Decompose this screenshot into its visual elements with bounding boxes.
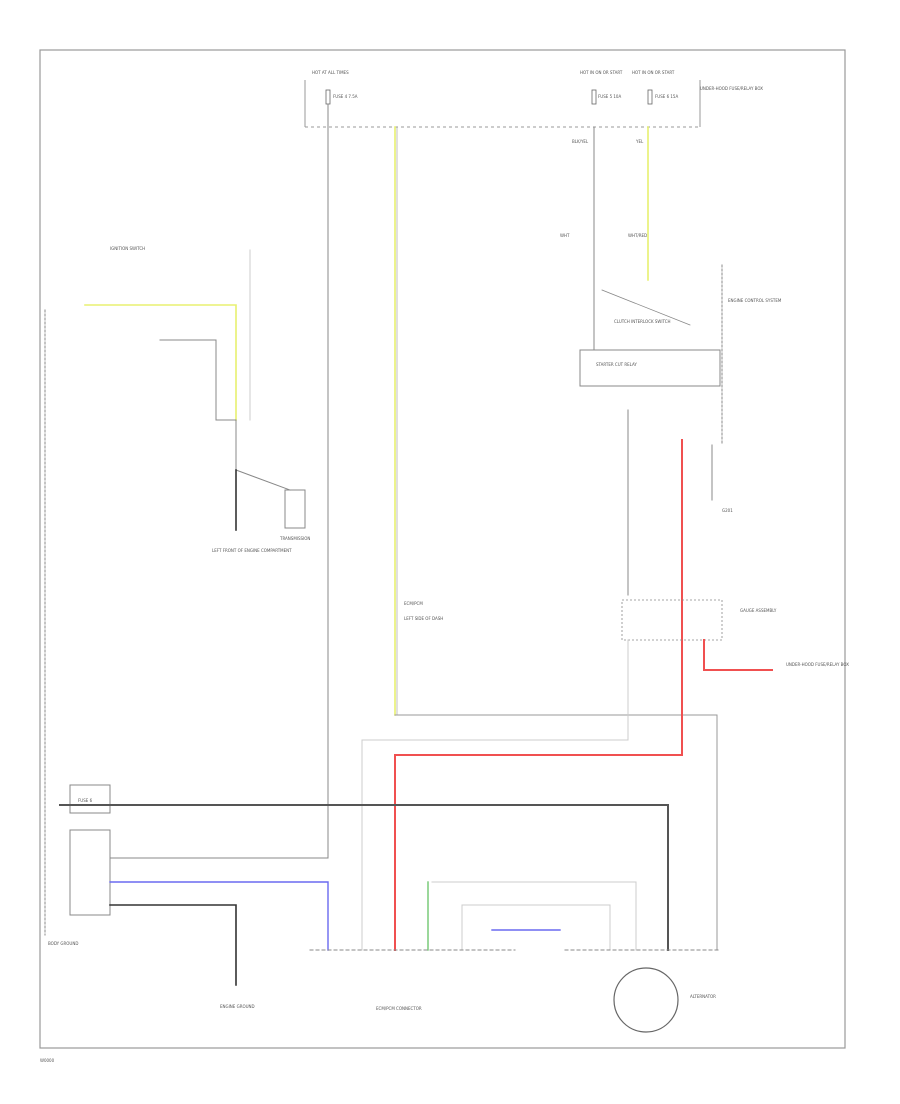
fuse-a-label: FUSE 4 7.5A	[333, 94, 358, 99]
diagram-border	[39, 49, 846, 1049]
wire-yellow-bottom	[394, 714, 718, 951]
fuse-c-symbol	[647, 89, 653, 105]
wire-light-right-2	[461, 904, 611, 951]
ignition-switch-label: IGNITION SWITCH	[110, 246, 145, 251]
wire-light-right	[431, 881, 637, 951]
wire-red-right	[703, 639, 773, 671]
alternator-label: ALTERNATOR	[690, 994, 716, 999]
transmission-label: TRANSMISSION	[279, 536, 310, 541]
fuse-b-symbol	[591, 89, 597, 105]
fuse-b-label: FUSE 5 10A	[598, 94, 621, 99]
alternator-circle	[613, 967, 679, 1033]
fuse-box-label-right: HOT IN ON OR START	[632, 70, 675, 75]
wire-dark-top	[59, 804, 669, 951]
footer-code: W0000	[40, 1058, 55, 1063]
wire-label-c3: WHT	[560, 233, 570, 238]
wire-label-c2: YEL	[635, 139, 644, 144]
wire-light-mid	[361, 639, 629, 951]
switch-label: CLUTCH INTERLOCK SWITCH	[614, 319, 671, 324]
under-dash-box-label: UNDER-HOOD FUSE/RELAY BOX	[700, 86, 763, 91]
wire-red-bottom	[394, 754, 683, 951]
wire-left-to-switch	[159, 339, 237, 421]
dash-left-label: LEFT SIDE OF DASH	[404, 616, 443, 621]
wire-ground-right	[109, 904, 237, 986]
ground-splice-label: G201	[722, 508, 733, 513]
transmission-box	[284, 489, 306, 529]
fuse-box-label-mid: HOT IN ON OR START	[580, 70, 623, 75]
fuse-a-symbol	[325, 89, 331, 105]
gauge-label: GAUGE ASSEMBLY	[740, 608, 777, 613]
relay-box	[579, 349, 721, 387]
engine-ground-label: ENGINE GROUND	[220, 1004, 255, 1009]
wire-yellow-left	[84, 304, 237, 421]
ground-left-label: LEFT FRONT OF ENGINE COMPARTMENT	[212, 548, 292, 553]
fuse-box-label-left: HOT AT ALL TIMES	[312, 70, 349, 75]
gauge-box	[621, 599, 723, 641]
ecm-label: ECM/PCM	[404, 601, 423, 606]
alternator-conn-box	[69, 829, 111, 916]
wire-label-c4: WHT/RED	[628, 233, 647, 238]
relay-switch-line	[601, 289, 691, 326]
body-ground-label: BODY GROUND	[48, 941, 78, 946]
battery-fuse-box	[69, 784, 111, 814]
engine-control-label: ENGINE CONTROL SYSTEM	[728, 298, 782, 303]
relay-label: STARTER CUT RELAY	[596, 362, 637, 367]
fuse-c-label: FUSE 6 15A	[655, 94, 678, 99]
crank-fuse-label: FUSE 6	[78, 798, 93, 803]
wire-label-c1: BLK/YEL	[572, 139, 589, 144]
under-hood-relay-label: UNDER-HOOD FUSE/RELAY BOX	[786, 662, 849, 667]
wire-blue	[109, 881, 329, 951]
connector-bottom-label: ECM/PCM CONNECTOR	[376, 1006, 422, 1011]
wire-switch-top	[235, 419, 291, 491]
